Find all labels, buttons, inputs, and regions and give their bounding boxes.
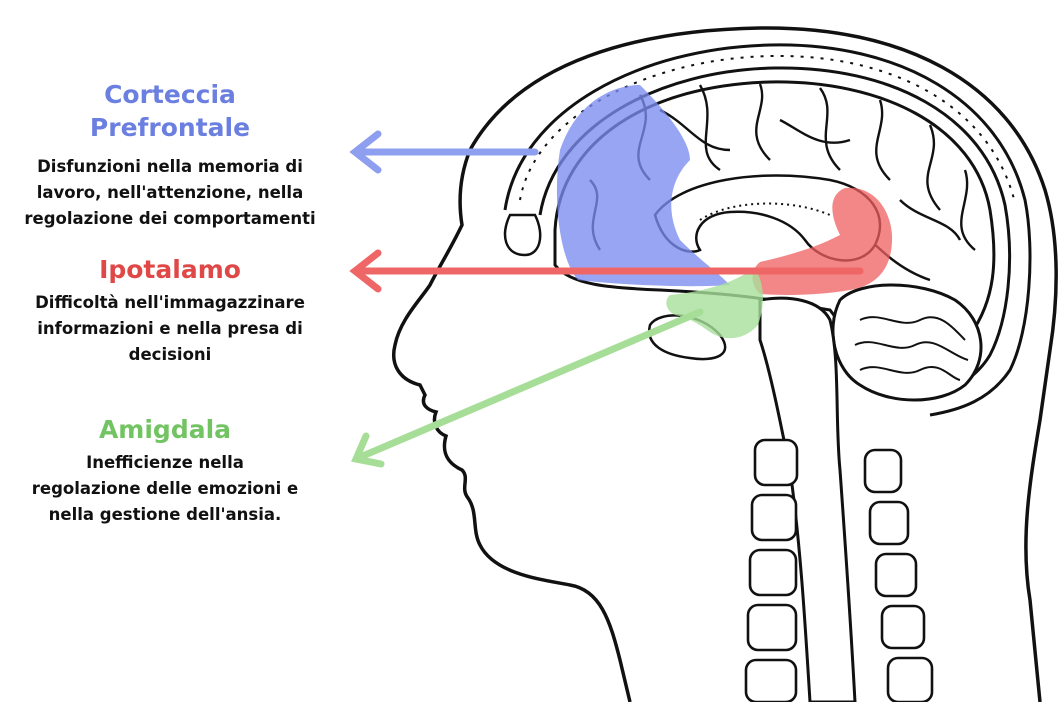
amygdala-arrow (356, 312, 700, 464)
cerebellum (833, 285, 981, 400)
prefrontal-arrow (355, 134, 535, 170)
nasal-sinus (505, 215, 540, 255)
